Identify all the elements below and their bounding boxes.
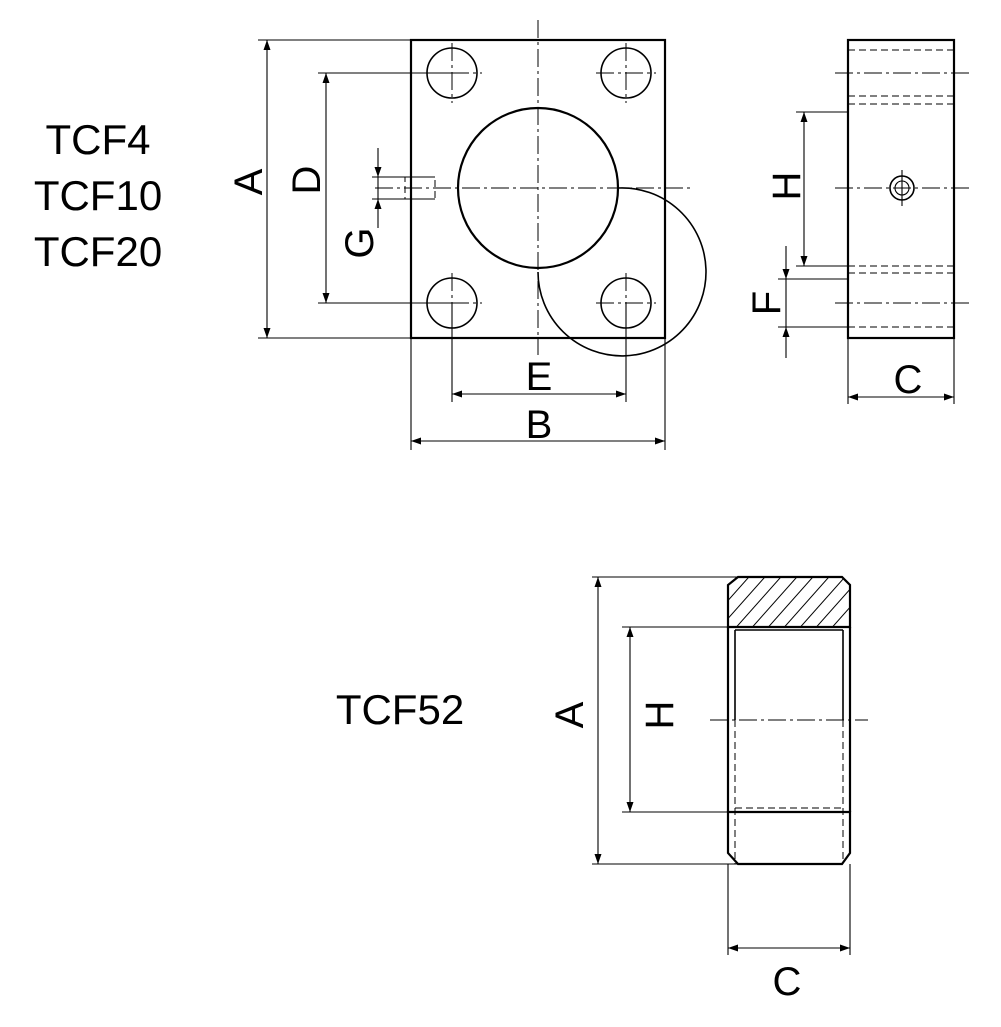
tcf52-section-view — [710, 575, 868, 866]
model-list-top: TCF4 TCF10 TCF20 — [34, 116, 162, 275]
tcf52-dimensions: A H C — [548, 576, 851, 1004]
dim-label-a: A — [227, 168, 271, 195]
side-view — [835, 38, 970, 340]
bore-thread-arc — [537, 187, 707, 357]
dim-label-e: E — [526, 355, 553, 399]
section-top-wall — [726, 575, 852, 629]
front-view — [375, 20, 707, 357]
section-hatch — [728, 577, 850, 627]
dim-label-h-side: H — [765, 172, 809, 201]
dim-label-c-top: C — [894, 358, 923, 402]
section-bottom-wall — [726, 810, 852, 866]
dim-label-b: B — [526, 403, 553, 447]
front-view-dimensions: A D G E B — [227, 39, 666, 450]
dim-label-g: G — [338, 227, 382, 258]
dim-label-a-tcf52: A — [548, 701, 592, 728]
side-view-dimensions: H F C — [745, 111, 955, 404]
model-label-tcf4: TCF4 — [46, 116, 151, 163]
dim-label-d: D — [285, 166, 329, 195]
flange-body — [409, 38, 667, 340]
model-label-tcf10: TCF10 — [34, 172, 162, 219]
dim-label-h-tcf52: H — [638, 701, 682, 730]
model-label-tcf20: TCF20 — [34, 228, 162, 275]
dim-label-f: F — [745, 291, 789, 315]
dim-label-c-tcf52: C — [773, 960, 802, 1004]
model-label-tcf52: TCF52 — [336, 686, 464, 733]
side-body — [846, 38, 956, 340]
